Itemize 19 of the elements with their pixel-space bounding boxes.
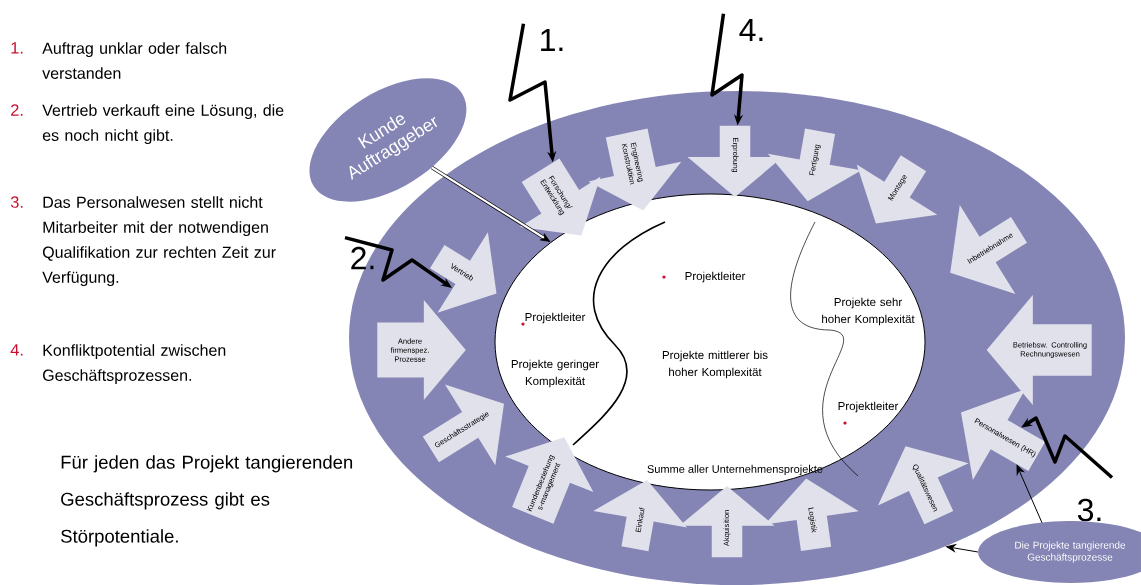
arrow <box>1016 465 1043 524</box>
complexity-region: Projektleiter Projekte geringer Komplexität <box>511 312 599 388</box>
list-text: Das Personalwesen stellt nicht Mitarbeiter mit der notwendigen Qualifikation zur rechten Zeit zur Verfügung. <box>42 196 276 287</box>
complexity-region: Projektleiter Projekte mittlerer bis hoher Komplexität <box>662 271 768 379</box>
callout-number: 3. <box>1077 498 1101 522</box>
callout-number: 1. <box>541 29 563 51</box>
list-text: Konfliktpotential zwischen Geschäftsprozessen. <box>43 344 226 385</box>
list-text: Auftrag unklar oder falsch verstanden <box>42 42 227 79</box>
callout-number: 4. <box>739 19 763 41</box>
callout-number: 2. <box>351 246 374 270</box>
complexity-region: Projekte sehr hoher Komplexität Projektleiter <box>822 297 915 413</box>
note-text: Für jeden das Projekt tangierenden Geschäftsprozess gibt es Störpotentiale. <box>61 455 353 547</box>
arrow <box>946 544 979 553</box>
list-number: 2. <box>11 104 23 116</box>
list-number: 4. <box>10 344 23 356</box>
double-arrow <box>430 166 551 242</box>
list-text: Vertrieb verkauft eine Lösung, die es noch nicht gibt. <box>42 104 284 145</box>
list-number: 1. <box>11 42 23 54</box>
list-number: 3. <box>10 196 23 208</box>
